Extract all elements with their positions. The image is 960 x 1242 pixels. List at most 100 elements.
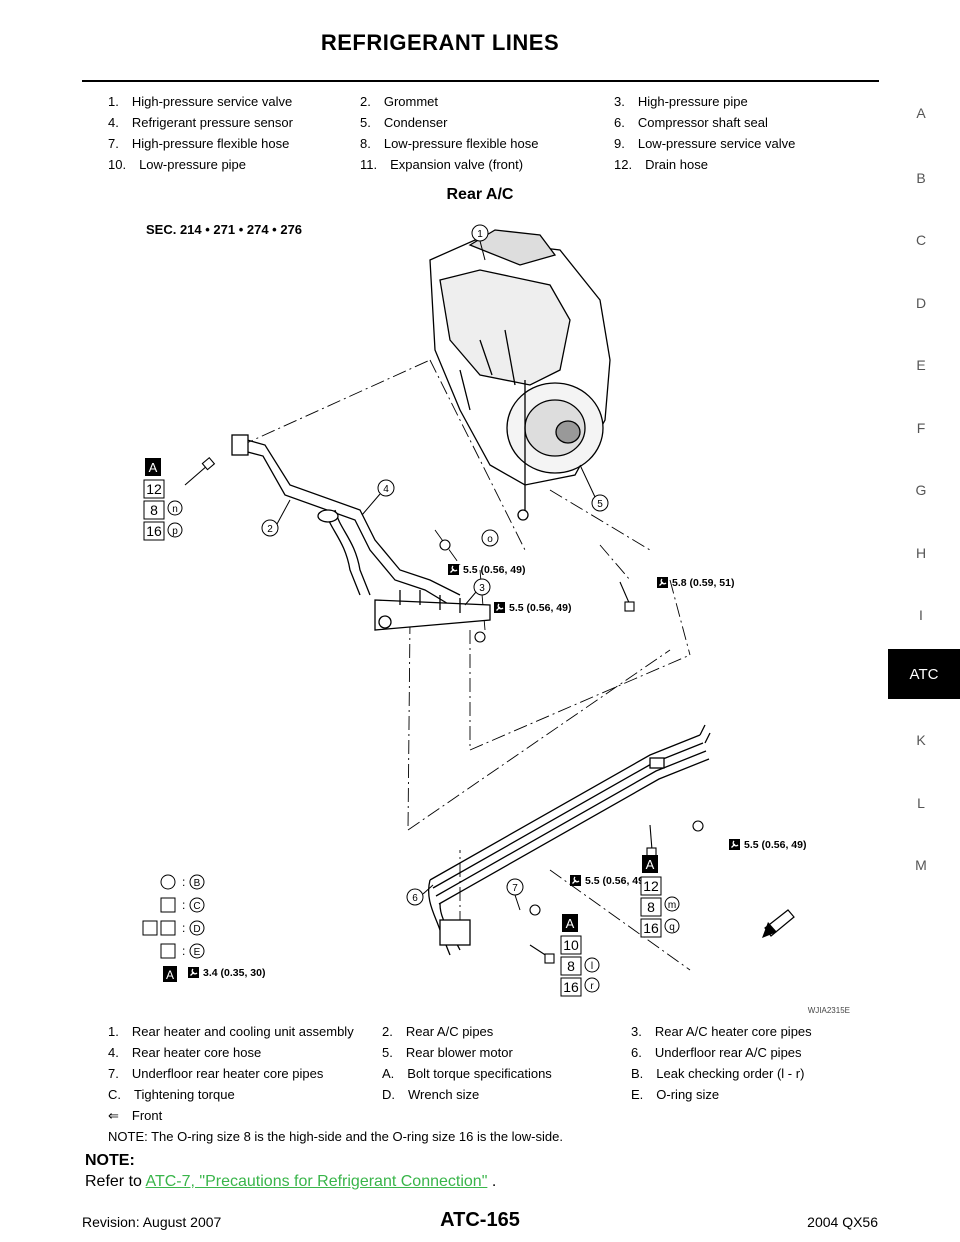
front-legend: ⇐ Front [108, 1108, 163, 1123]
parts-row: 4. Refrigerant pressure sensor 5. Conden… [108, 115, 848, 135]
parts-cell: 1. High-pressure service valve [108, 94, 293, 109]
legend-square-icon [160, 943, 176, 959]
svg-text:8: 8 [150, 502, 158, 518]
index-tab-atc-active[interactable]: ATC [888, 649, 960, 699]
note-suffix: . [487, 1173, 497, 1190]
svg-text:1: 1 [477, 229, 483, 240]
svg-text:E: E [194, 947, 201, 958]
note-reference: Refer to ATC-7, "Precautions for Refrige… [85, 1173, 496, 1191]
svg-text:o: o [487, 534, 493, 545]
svg-text::: : [182, 921, 185, 935]
torque-label: 5.5 (0.56, 49) [728, 838, 806, 851]
callout-4: 4 [361, 479, 395, 516]
parts-cell: 4. Refrigerant pressure sensor [108, 115, 293, 130]
svg-text:16: 16 [563, 979, 579, 995]
svg-text:8: 8 [647, 899, 655, 915]
parts-cell: D. Wrench size [382, 1087, 480, 1102]
svg-text:3.4 (0.35, 30): 3.4 (0.35, 30) [203, 967, 265, 979]
svg-text::: : [182, 875, 185, 889]
index-tab-i[interactable]: I [919, 607, 923, 623]
callouts: 1 2 3 4 5 [261, 224, 609, 911]
underfloor-pipes [428, 724, 711, 956]
symbol-legend: : B : C : D : E A [142, 874, 205, 982]
legend-square-icon [160, 897, 176, 913]
torque-label: 5.5 (0.56, 49) [447, 563, 525, 576]
leader-lines [239, 359, 691, 971]
parts-cell: 2. Grommet [360, 94, 439, 109]
callout-2: 2 [261, 499, 291, 537]
index-tab-l[interactable]: L [917, 795, 925, 811]
rear-ac-pipes [231, 434, 491, 631]
parts-cell: B. Leak checking order (l - r) [631, 1066, 805, 1081]
note-heading: NOTE: [85, 1152, 135, 1169]
index-tab-h[interactable]: H [915, 545, 927, 561]
front-arrow-icon [762, 909, 795, 938]
parts-cell: 6. Underfloor rear A/C pipes [631, 1045, 802, 1060]
callout-5: 5 [579, 464, 609, 512]
parts-row: 7. Underfloor rear heater core pipes A. … [108, 1066, 848, 1086]
svg-text:A: A [166, 968, 174, 982]
svg-text:10: 10 [563, 937, 579, 953]
parts-cell: A. Bolt torque specifications [382, 1066, 552, 1081]
svg-text:q: q [669, 922, 675, 933]
parts-row: 4. Rear heater core hose 5. Rear blower … [108, 1045, 848, 1065]
footer-page-number: ATC-165 [440, 1209, 520, 1231]
callout-7: 7 [506, 878, 524, 911]
parts-cell: 11. Expansion valve (front) [360, 157, 524, 172]
torque-label: 5.8 (0.59, 51) [656, 576, 734, 589]
parts-cell: 10. Low-pressure pipe [108, 157, 247, 172]
svg-text:A: A [646, 857, 655, 872]
svg-text::: : [182, 944, 185, 958]
index-tab-m[interactable]: M [915, 857, 927, 873]
index-tab-k[interactable]: K [916, 732, 926, 748]
svg-text:3: 3 [479, 583, 485, 594]
svg-text::: : [182, 898, 185, 912]
footer-model: 2004 QX56 [807, 1214, 878, 1230]
svg-text:7: 7 [512, 883, 518, 894]
parts-cell: 7. High-pressure flexible hose [108, 136, 290, 151]
parts-cell: 6. Compressor shaft seal [614, 115, 768, 130]
svg-text:8: 8 [567, 958, 575, 974]
parts-cell: 2. Rear A/C pipes [382, 1024, 494, 1039]
parts-cell: 9. Low-pressure service valve [614, 136, 796, 151]
parts-cell: 7. Underfloor rear heater core pipes [108, 1066, 324, 1081]
callout-3: 3 [464, 578, 491, 606]
svg-text:12: 12 [643, 878, 659, 894]
index-tab-b[interactable]: B [916, 170, 926, 186]
index-tab-a[interactable]: A [916, 105, 926, 121]
svg-text:D: D [193, 924, 200, 935]
index-tab-d[interactable]: D [915, 295, 927, 311]
index-tab-c[interactable]: C [915, 232, 927, 248]
callout-o: o [481, 529, 499, 547]
torque-label: 5.5 (0.56, 49) [569, 874, 647, 887]
section-index-tabs: A B C D E F G H I ATC K L M [882, 0, 960, 1242]
fasteners [184, 456, 704, 964]
index-tab-g[interactable]: G [915, 482, 927, 498]
torque-label: 5.5 (0.56, 49) [493, 601, 571, 614]
index-tab-e[interactable]: E [916, 357, 926, 373]
parts-cell: C. Tightening torque [108, 1087, 235, 1102]
legend-double-square-icon [142, 920, 158, 936]
svg-text:p: p [172, 526, 178, 537]
svg-text:6: 6 [412, 893, 418, 904]
svg-text:l: l [591, 961, 593, 972]
oring-note: NOTE: The O-ring size 8 is the high-side… [108, 1129, 563, 1144]
svg-text:C: C [193, 901, 200, 912]
footer-revision: Revision: August 2007 [82, 1214, 222, 1230]
parts-row: C. Tightening torque D. Wrench size E. O… [108, 1087, 848, 1107]
svg-text:5.8 (0.59, 51): 5.8 (0.59, 51) [672, 577, 734, 589]
sec-label: SEC. 214 • 271 • 274 • 276 [146, 222, 302, 237]
rear-ac-diagram: SEC. 214 • 271 • 274 • 276 [130, 210, 860, 1020]
svg-text:4: 4 [383, 484, 389, 495]
parts-row: 1. Rear heater and cooling unit assembly… [108, 1024, 848, 1044]
svg-text:m: m [668, 900, 676, 911]
legend-circle-icon [160, 874, 176, 890]
torque-labels: 5.5 (0.56, 49) 5.5 (0.56, 49) 5.8 (0.59,… [187, 563, 806, 979]
heater-cooling-unit [429, 229, 611, 521]
page-title: REFRIGERANT LINES [320, 30, 560, 55]
atc-7-precautions-link[interactable]: ATC-7, "Precautions for Refrigerant Conn… [145, 1173, 488, 1190]
spec-tag-left: A 12 8 n 16 p [143, 458, 183, 541]
parts-row: 7. High-pressure flexible hose 8. Low-pr… [108, 136, 848, 156]
index-tab-f[interactable]: F [916, 420, 926, 436]
svg-text:A: A [566, 916, 575, 931]
